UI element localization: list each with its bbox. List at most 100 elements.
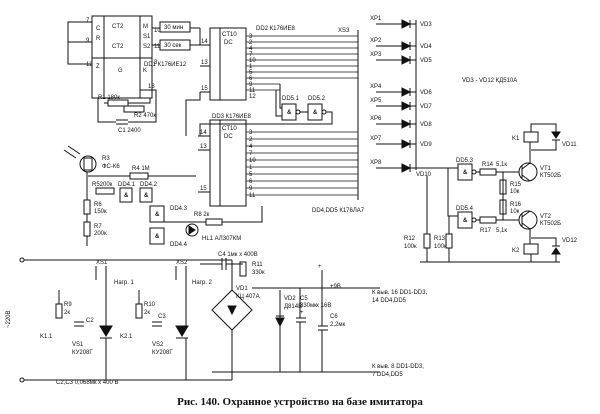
- dd4-3-gate: & DD4.3: [149, 205, 188, 223]
- svg-text:R9: R9: [64, 302, 72, 308]
- svg-text:4: 4: [249, 46, 253, 52]
- mains-section: ~220В С2,С3 0,068мк х 400 В: [6, 257, 233, 386]
- svg-text:R3: R3: [102, 156, 110, 162]
- svg-text:XS1: XS1: [96, 260, 108, 266]
- svg-text:2к: 2к: [144, 310, 150, 316]
- dd5-1-gate: & DD5.1: [275, 84, 301, 121]
- dd4-1-gate: & DD4.1: [118, 182, 136, 203]
- svg-text:ФС-К6: ФС-К6: [102, 164, 120, 170]
- svg-text:R12: R12: [404, 236, 416, 242]
- dd3-in-14: 14: [200, 130, 207, 136]
- svg-text:Д814В: Д814В: [284, 304, 302, 310]
- svg-text:&: &: [313, 110, 318, 116]
- svg-text:&: &: [144, 193, 149, 199]
- svg-text:9: 9: [249, 186, 253, 192]
- plug-xp4: XP4 VD6: [370, 84, 432, 97]
- dd2-ct: CT10: [222, 32, 237, 38]
- svg-text:VD6: VD6: [420, 90, 432, 96]
- r17: R17 5,1к: [476, 216, 520, 234]
- dd5-4-gate: & DD5.4: [447, 168, 477, 229]
- svg-text:5: 5: [249, 172, 253, 178]
- svg-text:&: &: [463, 218, 468, 224]
- svg-text:КТ502Б: КТ502Б: [540, 221, 561, 227]
- r14: R14 5,1к: [476, 162, 520, 176]
- svg-text:R13: R13: [434, 236, 446, 242]
- r4: R4 1М: [88, 166, 196, 180]
- dd4-2-gate: & DD4.2: [139, 182, 158, 203]
- diodes-range-label: VD3 - VD12 КД510А: [462, 78, 517, 84]
- svg-text:XP6: XP6: [370, 116, 382, 122]
- svg-text:&: &: [463, 170, 468, 176]
- svg-text:R11: R11: [252, 262, 263, 268]
- svg-text:+: +: [300, 310, 304, 316]
- dd3-output-pins: 3 2 4 7 10 1 5 6 9 11: [249, 130, 256, 199]
- svg-text:R17: R17: [480, 228, 492, 234]
- svg-text:R15: R15: [510, 182, 522, 188]
- svg-text:2,2мк: 2,2мк: [330, 322, 345, 328]
- svg-text:4: 4: [249, 144, 253, 150]
- svg-text:VD2: VD2: [284, 296, 296, 302]
- svg-text:С2,С3 0,068мк х 400 В: С2,С3 0,068мк х 400 В: [56, 380, 118, 386]
- vt1: VT1 КТ502Б: [518, 162, 561, 182]
- plug-xp6: XP6 VD8: [370, 116, 432, 129]
- svg-text:1: 1: [249, 165, 253, 171]
- time-select: 30 мин 30 сек: [152, 21, 200, 51]
- svg-text:R14: R14: [482, 162, 494, 168]
- svg-text:R7: R7: [94, 224, 102, 230]
- dd1-pin-z: Z: [96, 64, 100, 70]
- dd4-4-gate: & DD4.4: [149, 227, 188, 248]
- svg-text:5,1к: 5,1к: [496, 228, 507, 234]
- svg-text:XP3: XP3: [370, 52, 382, 58]
- svg-text:1: 1: [249, 64, 253, 70]
- vt2: VT2 КТ502Б: [518, 210, 561, 230]
- svg-text:DD4.4: DD4.4: [170, 242, 188, 248]
- svg-text:VD7: VD7: [420, 104, 432, 110]
- svg-text:11: 11: [249, 88, 256, 94]
- dd1-label: DD1 К176ИЕ12: [144, 62, 187, 68]
- svg-text:R8 2к: R8 2к: [194, 212, 210, 218]
- svg-text:10к: 10к: [510, 209, 520, 215]
- socket-xs2: XS2 Нагр. 2: [175, 260, 213, 286]
- svg-text:K1: K1: [512, 136, 520, 142]
- r16: R16 10к: [499, 172, 522, 220]
- svg-text:Нагр. 2: Нагр. 2: [192, 280, 213, 286]
- svg-text:100к: 100к: [434, 244, 447, 250]
- dd3-chip: CT10 DC DD3 К176ИЕ8 14 13 15: [185, 92, 251, 207]
- svg-text:VD9: VD9: [420, 142, 432, 148]
- svg-text:10: 10: [249, 158, 256, 164]
- svg-text:11: 11: [249, 193, 256, 199]
- svg-text:КУ208Г: КУ208Г: [152, 350, 173, 356]
- dd4-dd5-label: DD4,DD5 К176ЛА7: [312, 208, 365, 214]
- dd1-pin-m: M: [143, 24, 148, 30]
- svg-text:VD3: VD3: [420, 22, 432, 28]
- svg-text:C3: C3: [158, 314, 166, 320]
- xs3-label: XS3: [338, 28, 350, 34]
- svg-text:+: +: [318, 264, 322, 270]
- dd2-chip: CT10 DC DD2 К176ИЕ8 14 13 15: [199, 26, 295, 101]
- svg-text:2к: 2к: [64, 310, 70, 316]
- svg-text:XS2: XS2: [176, 260, 188, 266]
- dd1-pin-13: 13: [148, 84, 155, 90]
- dd1-pin-r: R: [96, 36, 101, 42]
- dd1-pin-k: K: [143, 68, 147, 74]
- dd1-pin-7: 7: [86, 18, 90, 24]
- svg-text:VD12: VD12: [562, 238, 578, 244]
- plug-xp1: XP1 VD3: [370, 16, 432, 29]
- dd3-dc: DC: [224, 134, 233, 140]
- dd3-label: DD3 К176ИЕ8: [212, 114, 251, 120]
- dd1-pin-11: 11: [154, 44, 161, 50]
- dd1-ct-bottom: CT2: [112, 44, 124, 50]
- dd3-ct: CT10: [222, 126, 237, 132]
- svg-text:R10: R10: [144, 302, 156, 308]
- dd5-1-label: DD5.1: [282, 96, 300, 102]
- supply-rails: + +9В К выв. 16 DD1-DD3, 14 DD4,DD5 К вы…: [212, 264, 428, 378]
- timing-rc: R1 180к R2 470к C1 2400: [97, 89, 157, 134]
- svg-text:6: 6: [249, 76, 253, 82]
- r5: R5200к: [92, 182, 115, 195]
- svg-text:330мк: 330мк: [300, 303, 317, 309]
- dd2-in-13: 13: [201, 60, 208, 66]
- relay-k2: K2 VD12: [512, 229, 578, 263]
- dd3-in-15: 15: [200, 186, 207, 192]
- r1-label: R1 180к: [98, 95, 120, 101]
- svg-text:х 16В: х 16В: [316, 303, 331, 309]
